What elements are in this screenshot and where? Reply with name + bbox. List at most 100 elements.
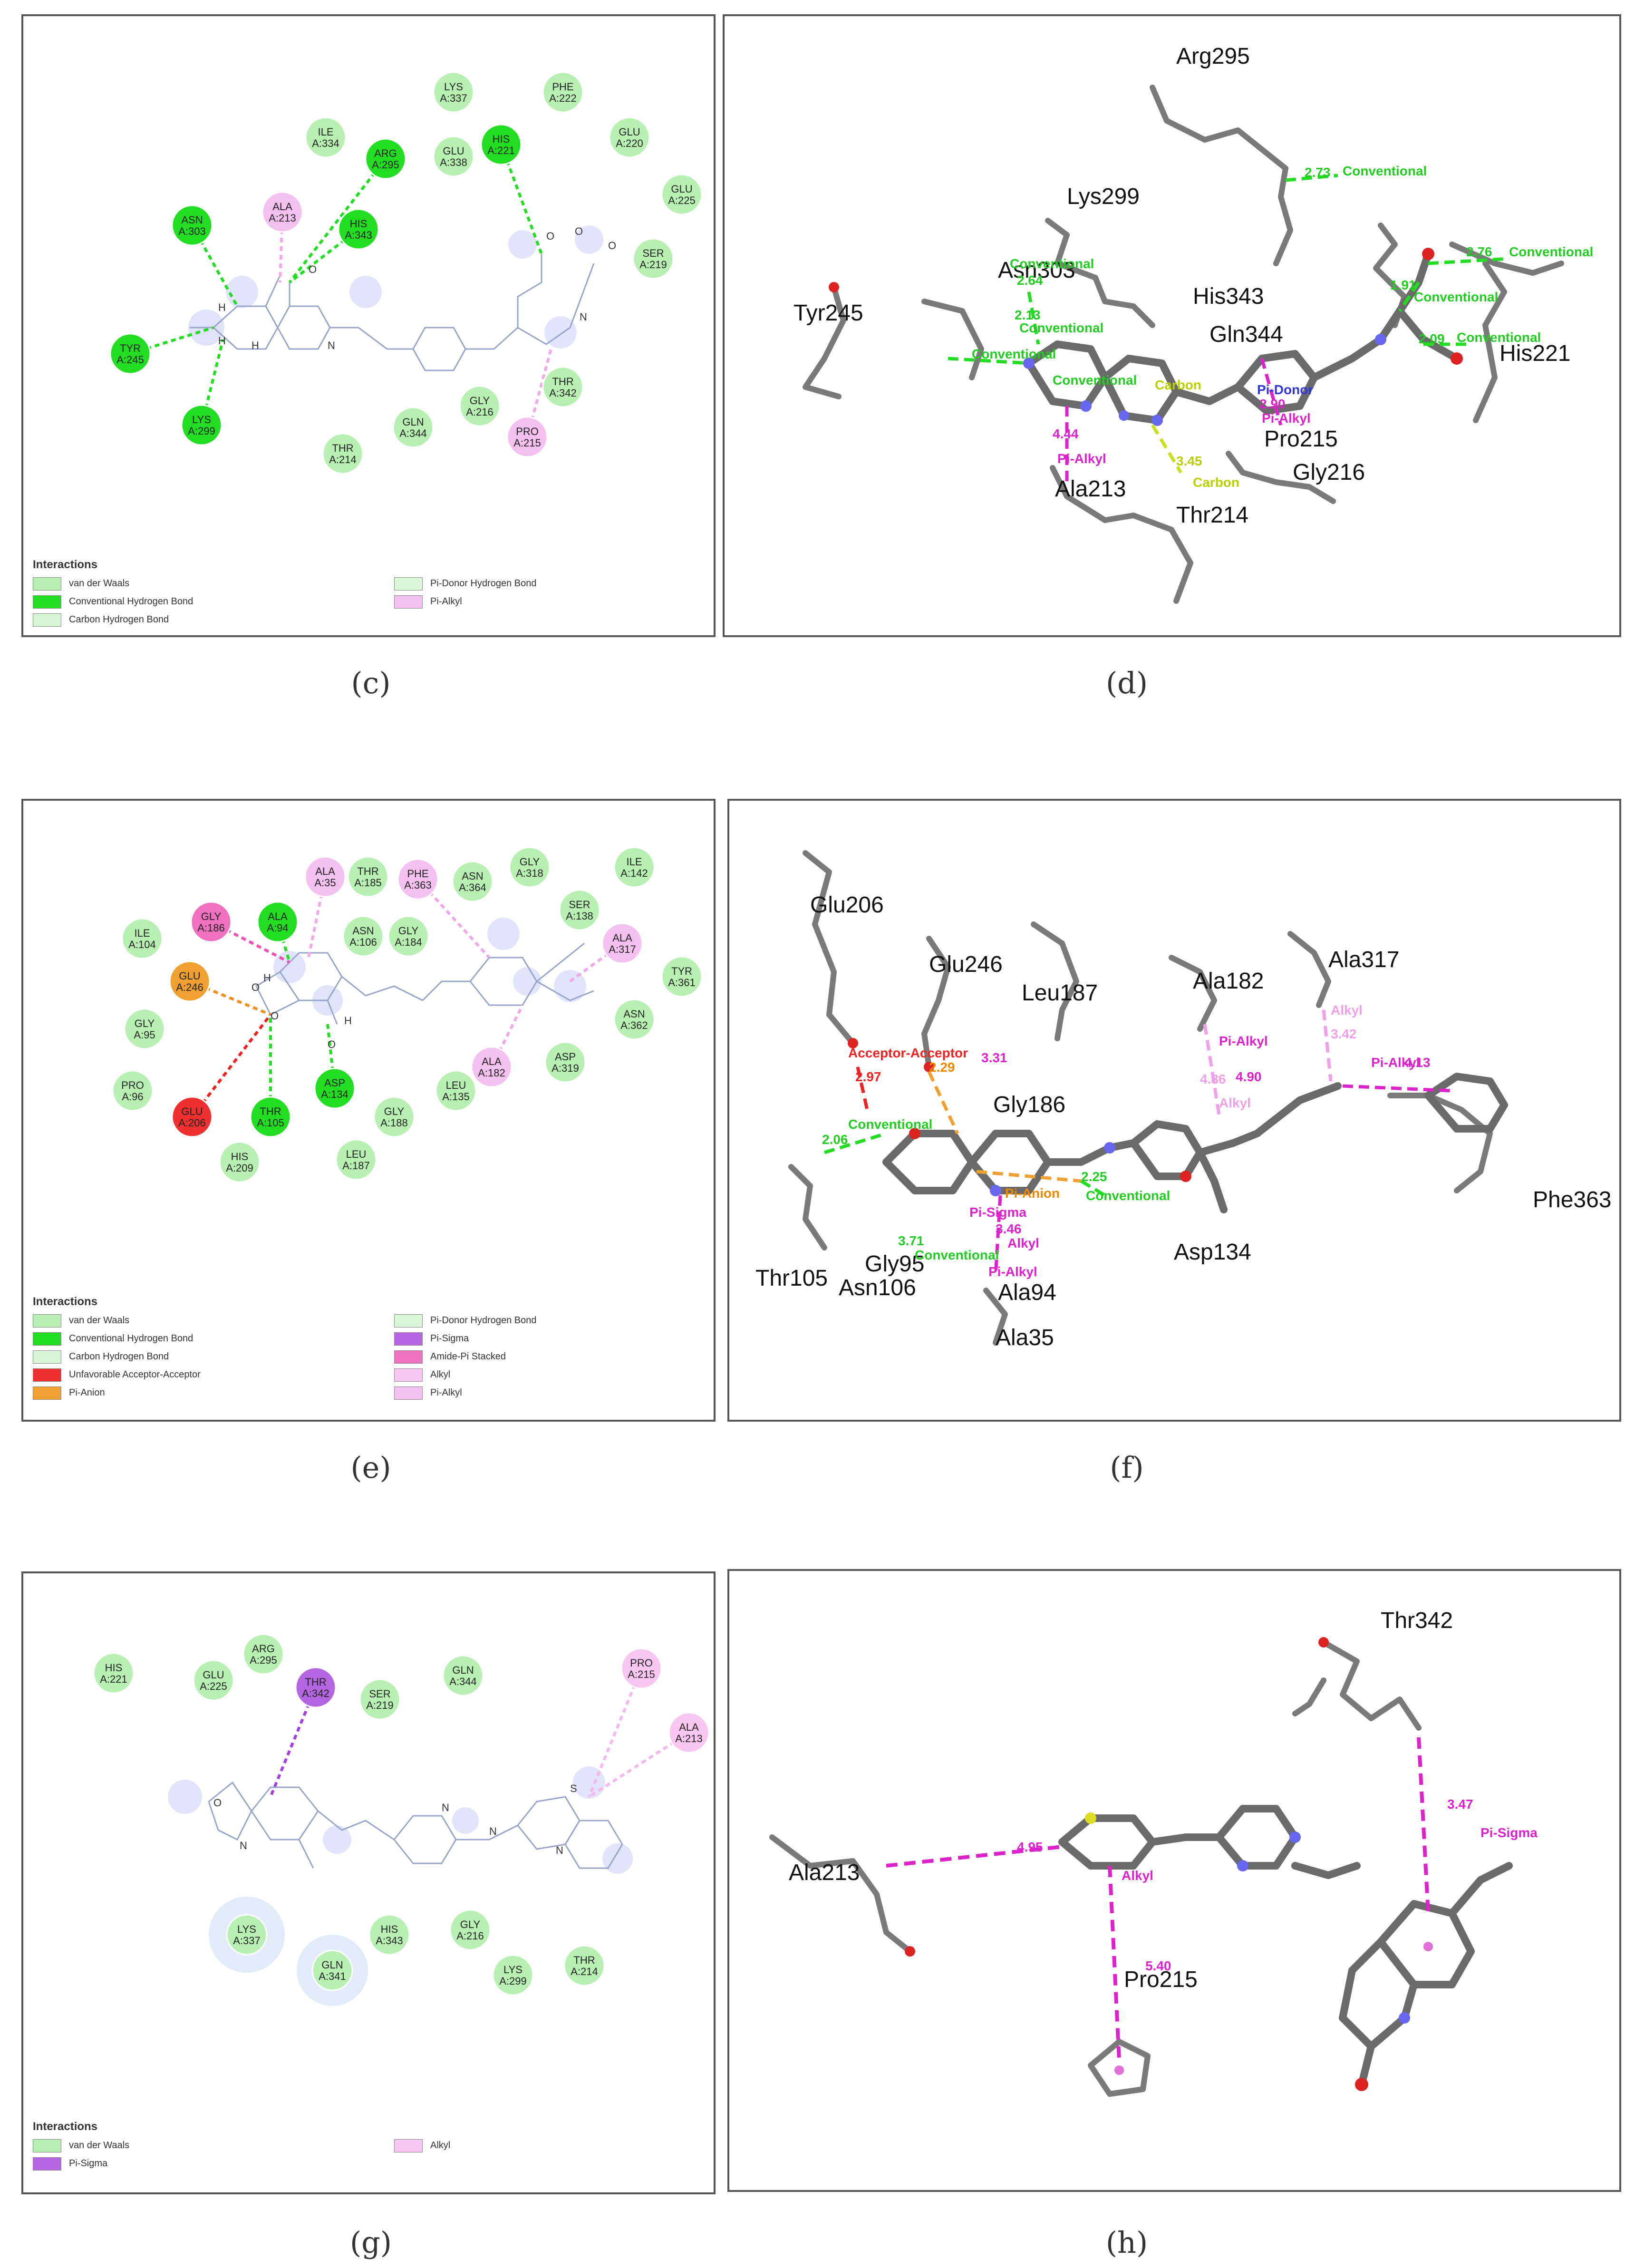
residue-label-thr342[interactable]: Thr342 — [1381, 1608, 1453, 1633]
residue-label-gln344[interactable]: Gln344 — [1209, 322, 1283, 347]
atom-label: O — [271, 1010, 279, 1022]
residue-label-pro215[interactable]: Pro215 — [1264, 426, 1338, 452]
residue-label-tyr245[interactable]: Tyr245 — [793, 300, 863, 326]
residue-name: ALA — [679, 1721, 699, 1733]
residue-label-gly186[interactable]: Gly186 — [993, 1092, 1065, 1117]
legend-swatch — [394, 2139, 423, 2152]
residue-label-lys299[interactable]: Lys299 — [1067, 184, 1140, 209]
residue-label-asp134[interactable]: Asp134 — [1174, 1240, 1251, 1265]
residue-label-thr105[interactable]: Thr105 — [755, 1266, 828, 1291]
residue-disc — [124, 1008, 165, 1050]
panel-label-e: (e) — [350, 1450, 391, 1485]
residue-label-glu246[interactable]: Glu246 — [929, 952, 1003, 977]
residue-id: A:214 — [571, 1966, 598, 1977]
residue-label-arg295[interactable]: Arg295 — [1176, 44, 1250, 69]
legend-label: Pi-Sigma — [69, 2158, 108, 2169]
residue-label-gly95[interactable]: Gly95 — [865, 1251, 924, 1277]
residue-label-pro215[interactable]: Pro215 — [1124, 1967, 1198, 1992]
residue-label-ala182[interactable]: Ala182 — [1193, 969, 1264, 994]
residue-label-leu187[interactable]: Leu187 — [1022, 980, 1098, 1006]
residue-label-gly216[interactable]: Gly216 — [1293, 460, 1365, 485]
residue-label-ala94[interactable]: Ala94 — [998, 1280, 1056, 1305]
residue-label-his221[interactable]: His221 — [1500, 341, 1570, 366]
residue-label-thr214[interactable]: Thr214 — [1176, 503, 1248, 528]
residue-label-asn303[interactable]: Asn303 — [998, 258, 1075, 283]
residue-label-ala213[interactable]: Ala213 — [789, 1860, 860, 1885]
residue-label-ala317[interactable]: Ala317 — [1328, 947, 1399, 972]
residue-label-phe363[interactable]: Phe363 — [1533, 1187, 1612, 1212]
residue-label-his343[interactable]: His343 — [1193, 284, 1264, 309]
residue-label-asn106[interactable]: Asn106 — [839, 1275, 916, 1300]
residue-label-glu206[interactable]: Glu206 — [810, 892, 884, 918]
residue-id: A:219 — [639, 259, 667, 271]
residue-name: ARG — [252, 1643, 275, 1655]
residue-name: ASN — [462, 870, 483, 882]
residue-disc — [368, 1914, 410, 1956]
residue-id: A:342 — [302, 1687, 329, 1699]
residue-label-ala35[interactable]: Ala35 — [996, 1325, 1054, 1350]
residue-label-ala213[interactable]: Ala213 — [1055, 476, 1126, 502]
ligand-sticks — [1058, 1805, 1513, 2088]
